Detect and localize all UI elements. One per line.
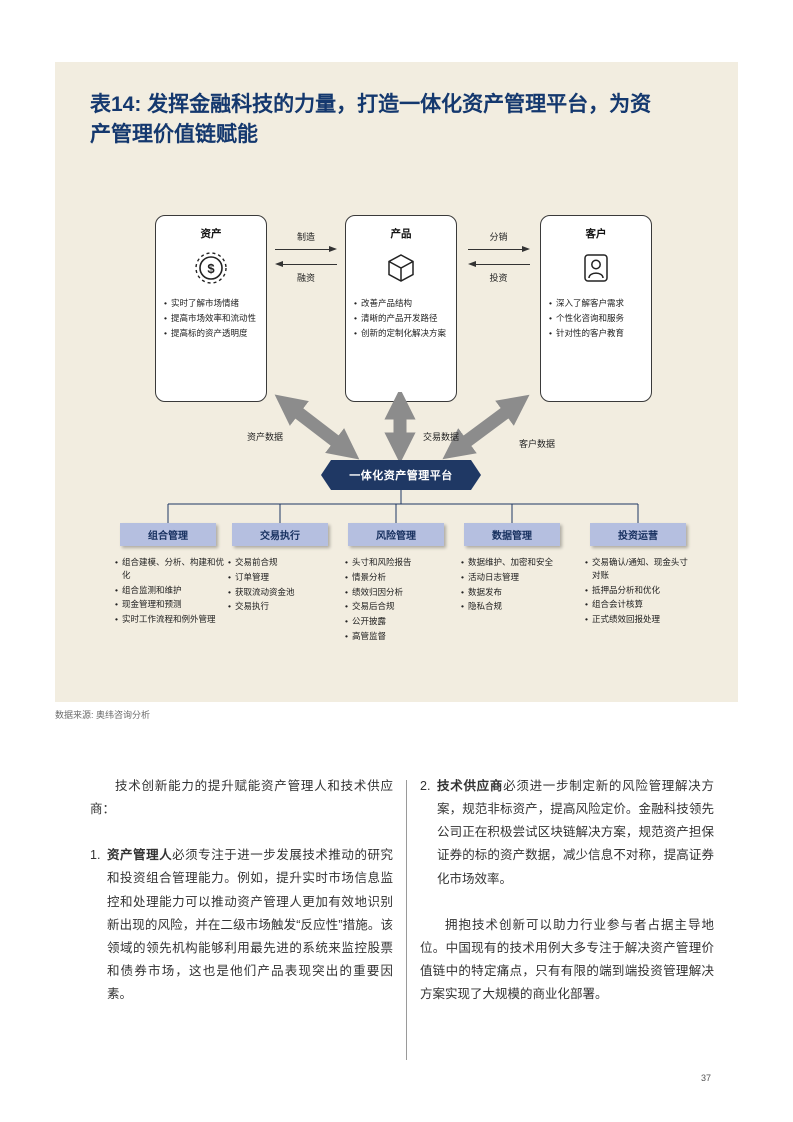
bullet-item: 抵押品分析和优化 bbox=[585, 584, 695, 597]
bullet-item: 实时了解市场情绪 bbox=[164, 297, 258, 310]
bullet-item: 隐私合规 bbox=[461, 600, 571, 613]
bullet-item: 高管监督 bbox=[345, 630, 455, 643]
body-column-right: 2. 技术供应商必须进一步制定新的风险管理解决方案，规范非标资产，提高风险定价。… bbox=[420, 775, 714, 1006]
investment-operations-bullets: 交易确认/通知、现金头寸对账 抵押品分析和优化 组合会计核算 正式绩效回报处理 bbox=[585, 556, 695, 628]
pillar-data-management: 数据管理 bbox=[464, 523, 560, 546]
bullet-item: 数据维护、加密和安全 bbox=[461, 556, 571, 569]
item-lead: 资产管理人 bbox=[107, 848, 173, 863]
bullet-item: 情景分析 bbox=[345, 571, 455, 584]
item-text: 资产管理人必须专注于进一步发展技术推动的研究和投资组合管理能力。例如，提升实时市… bbox=[107, 844, 393, 1006]
pillar-risk-management: 风险管理 bbox=[348, 523, 444, 546]
bullet-item: 改善产品结构 bbox=[354, 297, 448, 310]
customer-box: 客户 深入了解客户需求 个性化咨询和服务 针对性的客户教育 bbox=[540, 215, 652, 402]
item-text: 技术供应商必须进一步制定新的风险管理解决方案，规范非标资产，提高风险定价。金融科… bbox=[437, 775, 714, 891]
asset-bullets: 实时了解市场情绪 提高市场效率和流动性 提高标的资产透明度 bbox=[164, 297, 258, 339]
product-customer-flow: 分销 投资 bbox=[457, 230, 540, 284]
bullet-item: 现金管理和预测 bbox=[115, 598, 225, 611]
svg-text:$: $ bbox=[207, 261, 215, 276]
bullet-item: 数据发布 bbox=[461, 586, 571, 599]
asset-data-label: 资产数据 bbox=[247, 432, 284, 442]
data-management-bullets: 数据维护、加密和安全 活动日志管理 数据发布 隐私合规 bbox=[461, 556, 571, 615]
bullet-item: 个性化咨询和服务 bbox=[549, 312, 643, 325]
bullet-item: 活动日志管理 bbox=[461, 571, 571, 584]
bullet-item: 创新的定制化解决方案 bbox=[354, 327, 448, 340]
bullet-item: 绩效归因分析 bbox=[345, 586, 455, 599]
platform-banner: 一体化资产管理平台 bbox=[321, 460, 481, 490]
bullet-item: 公开披露 bbox=[345, 615, 455, 628]
distribution-label: 分销 bbox=[489, 232, 508, 242]
source-note: 数据来源: 奥纬咨询分析 bbox=[55, 710, 151, 720]
bullet-item: 实时工作流程和例外管理 bbox=[115, 613, 225, 626]
connector-lines bbox=[167, 490, 639, 524]
customer-box-title: 客户 bbox=[585, 228, 607, 240]
risk-management-bullets: 头寸和风险报告 情景分析 绩效归因分析 交易后合规 公开披露 高管监督 bbox=[345, 556, 455, 645]
data-flow-arrows bbox=[274, 392, 530, 464]
numbered-item-1: 1. 资产管理人必须专注于进一步发展技术推动的研究和投资组合管理能力。例如，提升… bbox=[90, 844, 393, 1006]
bullet-item: 获取流动资金池 bbox=[228, 586, 338, 599]
exhibit-title: 表14: 发挥金融科技的力量，打造一体化资产管理平台，为资产管理价值链赋能 bbox=[90, 93, 652, 147]
bullet-item: 交易后合规 bbox=[345, 600, 455, 613]
transaction-data-label: 交易数据 bbox=[423, 432, 460, 442]
product-box-title: 产品 bbox=[390, 228, 412, 240]
arrow-left-icon bbox=[275, 261, 337, 268]
arrow-right-icon bbox=[275, 246, 337, 253]
pillar-trade-execution: 交易执行 bbox=[232, 523, 328, 546]
coin-dollar-icon: $ bbox=[164, 245, 258, 291]
bullet-item: 提高标的资产透明度 bbox=[164, 327, 258, 340]
portfolio-management-bullets: 组合建模、分析、构建和优化 组合监测和维护 现金管理和预测 实时工作流程和例外管… bbox=[115, 556, 225, 628]
bullet-item: 清晰的产品开发路径 bbox=[354, 312, 448, 325]
customer-data-label: 客户数据 bbox=[519, 439, 556, 449]
cube-icon bbox=[354, 245, 448, 291]
bullet-item: 订单管理 bbox=[228, 571, 338, 584]
asset-box: 资产 $ 实时了解市场情绪 提高市场效率和流动性 提高标的资产透明度 bbox=[155, 215, 267, 402]
bullet-item: 提高市场效率和流动性 bbox=[164, 312, 258, 325]
arrow-right-icon bbox=[467, 246, 530, 253]
item-number: 2. bbox=[420, 779, 431, 793]
asset-box-title: 资产 bbox=[200, 228, 222, 240]
item-number: 1. bbox=[90, 848, 101, 863]
bullet-item: 头寸和风险报告 bbox=[345, 556, 455, 569]
arrow-left-icon bbox=[467, 261, 530, 268]
item-lead: 技术供应商 bbox=[437, 779, 504, 793]
numbered-item-2: 2. 技术供应商必须进一步制定新的风险管理解决方案，规范非标资产，提高风险定价。… bbox=[420, 775, 714, 891]
bullet-item: 正式绩效回报处理 bbox=[585, 613, 695, 626]
pillar-investment-operations: 投资运营 bbox=[590, 523, 686, 546]
column-divider bbox=[406, 780, 407, 1060]
bullet-item: 组合会计核算 bbox=[585, 598, 695, 611]
intro-paragraph: 技术创新能力的提升赋能资产管理人和技术供应商： bbox=[90, 779, 393, 817]
customer-bullets: 深入了解客户需求 个性化咨询和服务 针对性的客户教育 bbox=[549, 297, 643, 339]
body-column-left: 技术创新能力的提升赋能资产管理人和技术供应商： 1. 资产管理人必须专注于进一步… bbox=[90, 775, 393, 1006]
bullet-item: 交易执行 bbox=[228, 600, 338, 613]
closing-paragraph: 拥抱技术创新可以助力行业参与者占据主导地位。中国现有的技术用例大多专注于解决资产… bbox=[420, 917, 714, 1001]
person-icon bbox=[549, 245, 643, 291]
bullet-item: 深入了解客户需求 bbox=[549, 297, 643, 310]
financing-label: 融资 bbox=[296, 273, 315, 283]
product-bullets: 改善产品结构 清晰的产品开发路径 创新的定制化解决方案 bbox=[354, 297, 448, 339]
page-number: 37 bbox=[701, 1073, 712, 1083]
product-box: 产品 改善产品结构 清晰的产品开发路径 创新的定制化解决方案 bbox=[345, 215, 457, 402]
bullet-item: 针对性的客户教育 bbox=[549, 327, 643, 340]
bullet-item: 交易前合规 bbox=[228, 556, 338, 569]
bullet-item: 组合监测和维护 bbox=[115, 584, 225, 597]
investment-label: 投资 bbox=[489, 273, 508, 283]
pillar-portfolio-management: 组合管理 bbox=[120, 523, 216, 546]
manufacture-label: 制造 bbox=[296, 232, 315, 242]
item-body: 必须专注于进一步发展技术推动的研究和投资组合管理能力。例如，提升实时市场信息监控… bbox=[107, 848, 393, 1001]
bullet-item: 交易确认/通知、现金头寸对账 bbox=[585, 556, 695, 582]
asset-product-flow: 制造 融资 bbox=[267, 230, 345, 284]
exhibit-panel: 表14: 发挥金融科技的力量，打造一体化资产管理平台，为资产管理价值链赋能 资产… bbox=[55, 62, 738, 702]
item-body: 必须进一步制定新的风险管理解决方案，规范非标资产，提高风险定价。金融科技领先公司… bbox=[437, 779, 714, 886]
trade-execution-bullets: 交易前合规 订单管理 获取流动资金池 交易执行 bbox=[228, 556, 338, 615]
bullet-item: 组合建模、分析、构建和优化 bbox=[115, 556, 225, 582]
